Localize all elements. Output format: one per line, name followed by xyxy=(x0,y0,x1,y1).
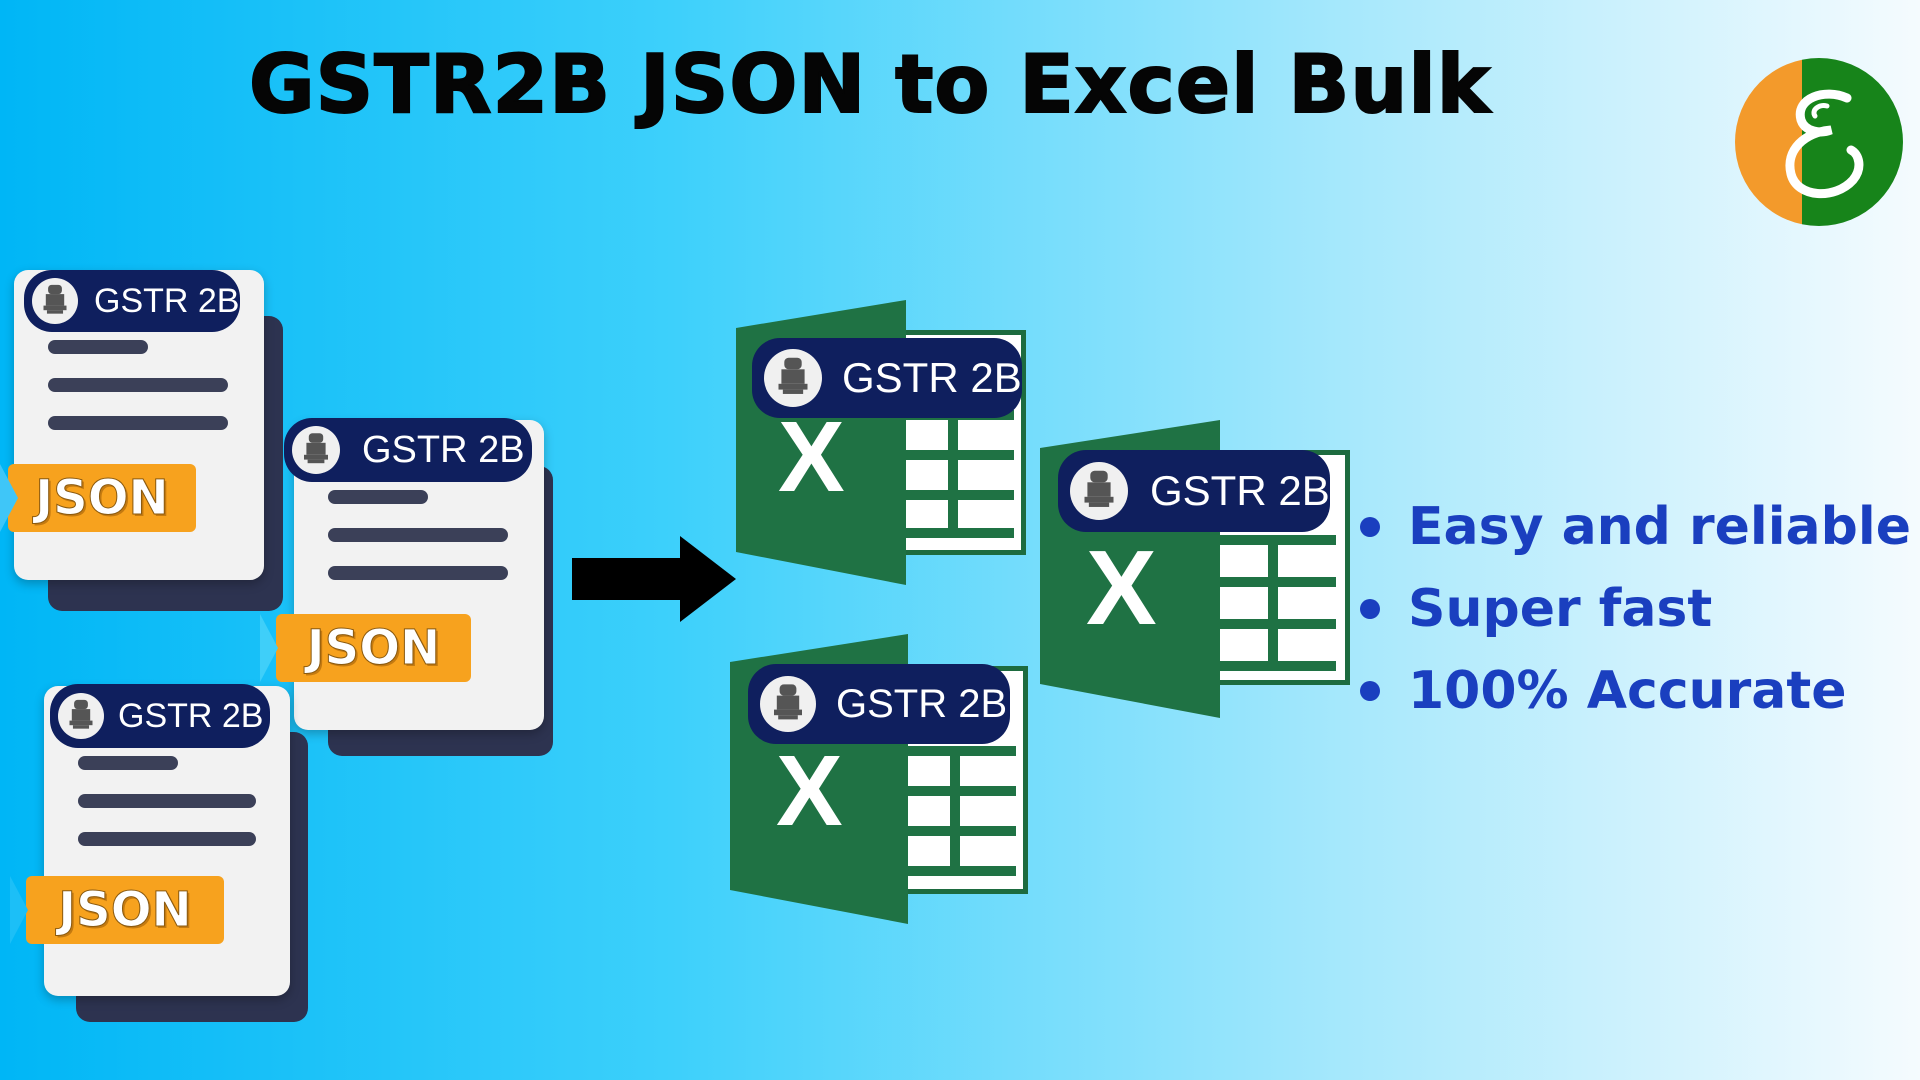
feature-item: Super fast xyxy=(1360,568,1911,650)
excel-x-letter: X xyxy=(778,401,845,513)
state-emblem-icon xyxy=(58,693,104,739)
bullet-icon xyxy=(1360,517,1380,537)
badge-text: GSTR 2B xyxy=(842,354,1022,401)
badge-text: GSTR 2B xyxy=(362,428,525,471)
feature-text: 100% Accurate xyxy=(1408,661,1847,721)
gstr-2b-badge: GSTR 2B xyxy=(1058,450,1330,532)
badge-text: GSTR 2B xyxy=(836,681,1008,726)
feature-text: Easy and reliable xyxy=(1408,497,1911,557)
feature-item: Easy and reliable xyxy=(1360,486,1911,568)
bullet-icon xyxy=(1360,599,1380,619)
json-document-icon: JSON GSTR 2B xyxy=(0,268,290,618)
gstr-2b-badge: GSTR 2B xyxy=(50,684,270,748)
feature-list: Easy and reliable Super fast 100% Accura… xyxy=(1360,486,1911,732)
gstr-2b-badge: GSTR 2B xyxy=(284,418,532,482)
excel-file-icon: X GSTR 2B xyxy=(1040,420,1360,720)
state-emblem-icon xyxy=(764,349,822,407)
gstr-2b-badge: GSTR 2B xyxy=(752,338,1022,418)
bullet-icon xyxy=(1360,681,1380,701)
json-document-icon: JSON GSTR 2B xyxy=(258,418,558,758)
right-arrow-icon xyxy=(572,536,736,622)
feature-text: Super fast xyxy=(1408,579,1713,639)
badge-text: GSTR 2B xyxy=(1150,467,1330,514)
excel-x-letter: X xyxy=(1086,529,1157,647)
gstr-2b-badge: GSTR 2B xyxy=(748,664,1010,744)
json-ribbon: JSON xyxy=(8,464,196,532)
json-ribbon: JSON xyxy=(276,614,471,682)
brand-logo-icon xyxy=(1735,58,1903,226)
state-emblem-icon xyxy=(292,426,340,474)
state-emblem-icon xyxy=(1070,462,1128,520)
json-ribbon: JSON xyxy=(26,876,224,944)
state-emblem-icon xyxy=(32,278,78,324)
badge-text: GSTR 2B xyxy=(118,696,264,735)
gstr-2b-badge: GSTR 2B xyxy=(24,270,240,332)
excel-x-letter: X xyxy=(776,735,843,847)
page-title: GSTR2B JSON to Excel Bulk xyxy=(248,37,1491,132)
excel-file-icon: X GSTR 2B xyxy=(736,300,1036,585)
state-emblem-icon xyxy=(760,676,816,732)
json-document-icon: JSON GSTR 2B xyxy=(0,684,310,1024)
excel-file-icon: X GSTR 2B xyxy=(730,634,1040,924)
feature-item: 100% Accurate xyxy=(1360,650,1911,732)
badge-text: GSTR 2B xyxy=(94,281,240,320)
